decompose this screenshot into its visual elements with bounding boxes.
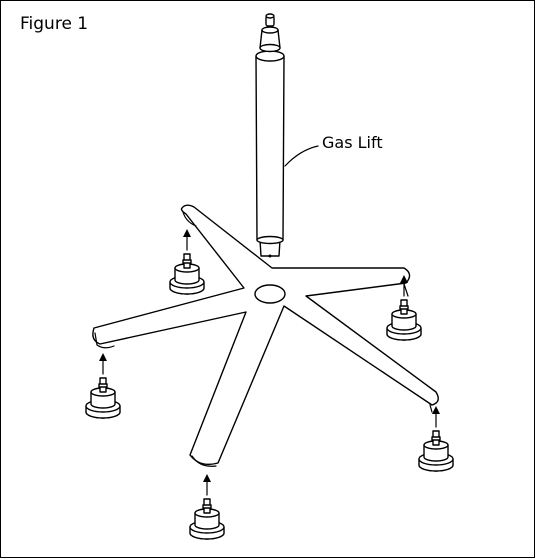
chair-base <box>92 204 439 467</box>
caster-5 <box>189 473 225 540</box>
caster-4 <box>418 405 454 472</box>
figure-title: Figure 1 <box>20 14 89 34</box>
base-body <box>92 204 439 466</box>
gas-lift-label: Gas Lift <box>322 133 383 152</box>
gas-lift <box>255 13 319 258</box>
caster-1 <box>169 228 205 295</box>
caster-3 <box>85 352 121 419</box>
base-hub-socket <box>254 284 286 304</box>
